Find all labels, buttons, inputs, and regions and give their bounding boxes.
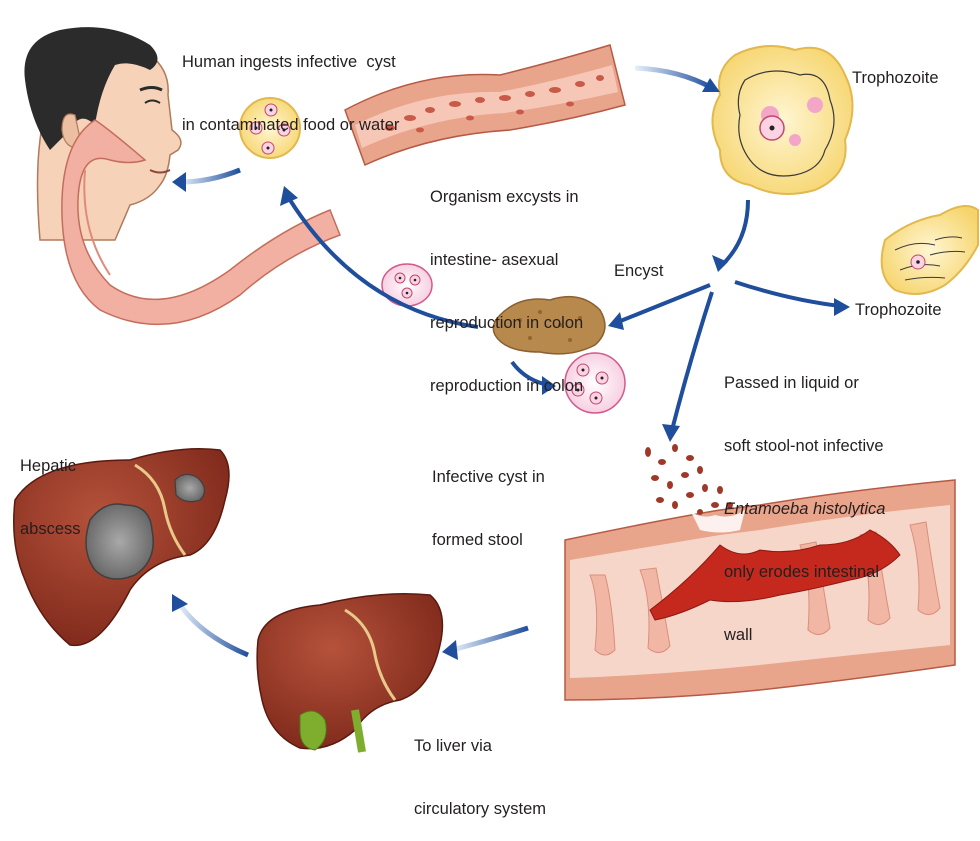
label-excyst-line1: Organism excysts in [430, 187, 583, 208]
label-encyst: Encyst [614, 261, 664, 282]
label-excyst-line2: intestine- asexual [430, 250, 583, 271]
label-ingest-line2: in contaminated food or water [182, 115, 399, 136]
label-erodes-line2: wall [724, 625, 885, 646]
label-infective-cyst-line2: formed stool [432, 530, 545, 551]
label-infective-cyst: Infective cyst in formed stool [432, 425, 545, 572]
label-ingest-line1: Human ingests infective cyst [182, 52, 399, 73]
label-excyst-line3: reproduction in colon [430, 313, 583, 334]
label-infective-cyst-line1: Infective cyst in [432, 467, 545, 488]
label-trophozoite-right: Trophozoite [855, 300, 942, 321]
label-excyst: Organism excysts in intestine- asexual r… [430, 145, 583, 418]
trophozoite-right-illustration [882, 206, 978, 294]
label-trophozoite-top: Trophozoite [852, 68, 939, 89]
label-excyst-line4: reproduction in colon [430, 376, 583, 397]
trophozoite-top-illustration [713, 46, 853, 194]
label-ingest: Human ingests infective cyst in contamin… [182, 10, 399, 157]
label-passed-line2: soft stool-not infective [724, 436, 885, 457]
label-to-liver: To liver via circulatory system [414, 694, 546, 841]
label-passed: Passed in liquid or soft stool-not infec… [724, 331, 885, 667]
life-cycle-diagram: Human ingests infective cyst in contamin… [0, 0, 980, 754]
label-hepatic-line2: abscess [20, 519, 81, 540]
label-to-liver-line2: circulatory system [414, 799, 546, 820]
label-hepatic-abscess: Hepatic abscess [20, 414, 81, 561]
label-species: Entamoeba histolytica [724, 499, 885, 520]
label-passed-line1: Passed in liquid or [724, 373, 885, 394]
label-erodes-line1: only erodes intestinal [724, 562, 885, 583]
label-hepatic-line1: Hepatic [20, 456, 81, 477]
